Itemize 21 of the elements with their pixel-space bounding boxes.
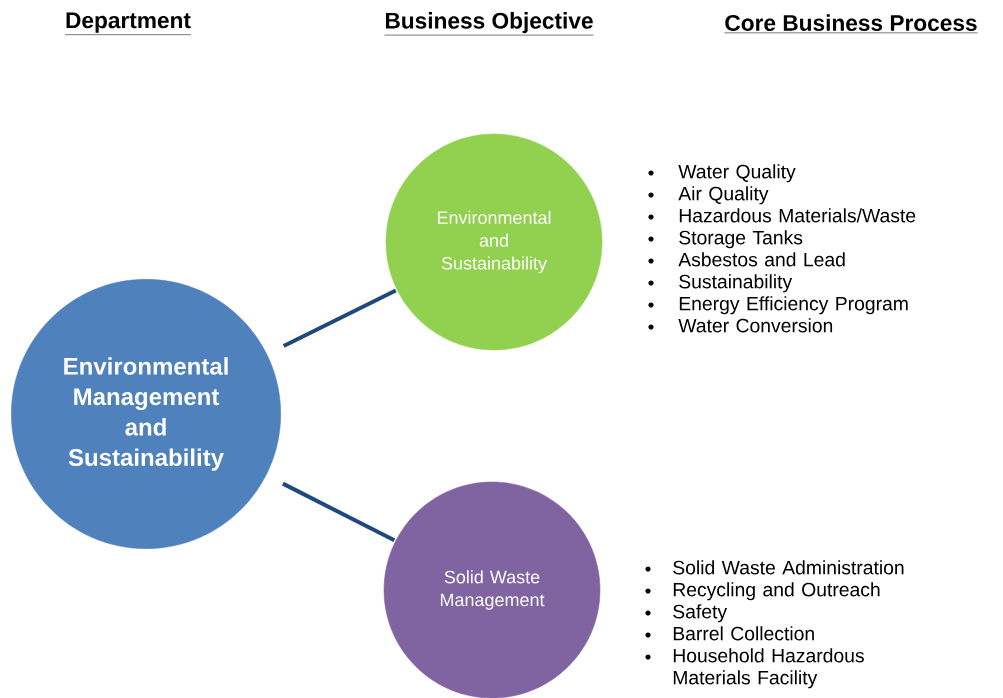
list-item: Household Hazardous Materials Facility [673,648,864,689]
list-item: Water Conversion [678,318,833,333]
list-item: Solid Waste Administration [673,560,904,575]
list-item: Energy Efficiency Program [679,296,908,315]
column-heading: Core Business Process [724,14,978,34]
connector-line [282,288,397,348]
list-item: Air Quality [678,186,769,205]
list-item: Storage Tanks [679,230,803,249]
list-item: Safety [673,604,728,623]
column-heading: Department [64,12,192,35]
column-heading: Business Objective [384,12,594,36]
list-item: Recycling and Outreach [673,582,880,601]
list-item: Sustainability [679,274,793,293]
list-item: Barrel Collection [673,626,814,641]
circle-node: Environmental Management and Sustainability [11,279,281,549]
circle-node: Environmental and Sustainability [385,133,603,351]
list-item: Hazardous Materials/Waste [679,208,916,223]
list-item: Water Quality [678,164,796,183]
connector-line [282,481,396,543]
list-item: Asbestos and Lead [678,252,845,267]
circle-node: Solid Waste Management [383,481,601,698]
